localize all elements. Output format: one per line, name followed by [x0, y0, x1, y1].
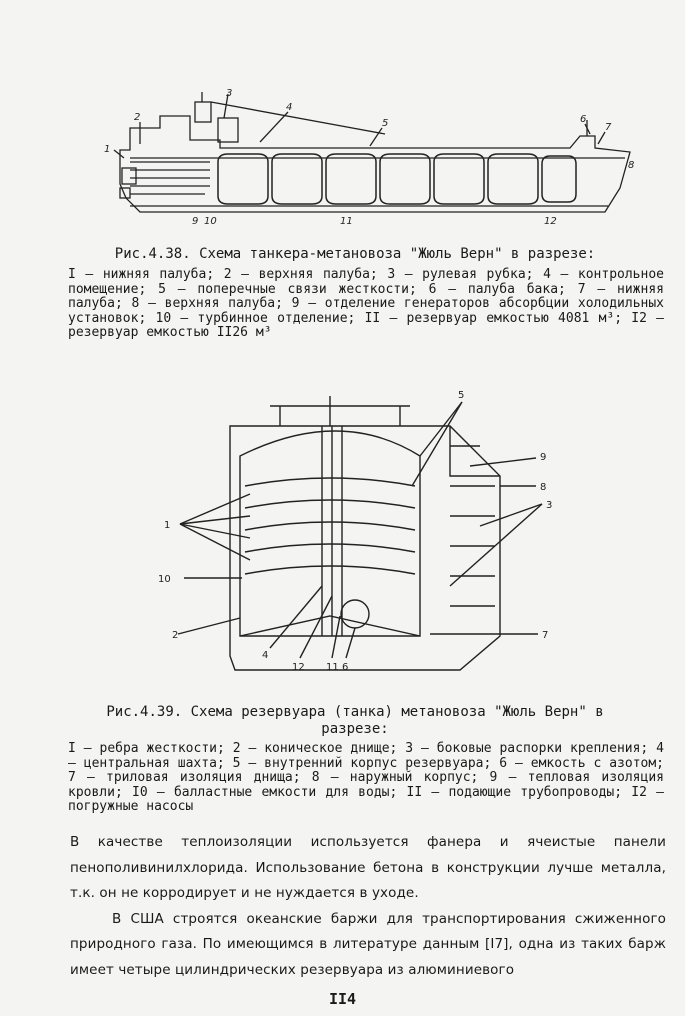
- callout-7: 7: [605, 122, 612, 133]
- callout-9: 9: [192, 216, 198, 227]
- callout-6: 6: [580, 114, 586, 125]
- page-number: II4: [328, 990, 357, 1008]
- body-text: В качестве теплоизоляции используется фа…: [70, 830, 666, 983]
- callout-9: 9: [540, 452, 546, 463]
- callout-6: 6: [342, 662, 348, 673]
- figure-4-38-legend: I – нижняя палуба; 2 – верхняя палуба; 3…: [68, 267, 664, 340]
- callout-3: 3: [546, 500, 552, 511]
- callout-10: 10: [158, 574, 171, 585]
- callout-8: 8: [540, 482, 546, 493]
- figure-4-38-caption: Рис.4.38. Схема танкера-метановоза "Жюль…: [114, 246, 596, 262]
- figure-4-39-legend: I – ребра жесткости; 2 – коническое днищ…: [68, 741, 664, 814]
- callout-1: 1: [164, 520, 170, 531]
- callout-7: 7: [542, 630, 548, 641]
- tanker-section-figure: 1 2 3 4 5 6 7 8 9 10 11 12: [104, 88, 634, 227]
- callout-4: 4: [286, 102, 292, 113]
- paragraph: В качестве теплоизоляции используется фа…: [70, 834, 666, 901]
- callout-4: 4: [262, 650, 268, 661]
- callout-2: 2: [134, 112, 140, 123]
- callout-1: 1: [104, 144, 110, 155]
- callout-2: 2: [172, 630, 178, 641]
- callout-8: 8: [628, 160, 634, 171]
- callout-5: 5: [458, 390, 464, 401]
- callout-5: 5: [382, 118, 388, 129]
- callout-10: 10: [204, 216, 217, 227]
- caption-line-2: разрезе:: [321, 721, 389, 737]
- callout-12: 12: [292, 662, 305, 673]
- paragraph: В США строятся океанские баржи для транс…: [70, 910, 666, 978]
- callout-12: 12: [544, 216, 557, 227]
- tank-section-figure: 1 2 3 4 5 6 7 8 9 10 11 12: [158, 390, 552, 673]
- callout-11: 11: [326, 662, 339, 673]
- callout-11: 11: [340, 216, 353, 227]
- figure-4-39-caption: Рис.4.39. Схема резервуара (танка) метан…: [60, 704, 650, 738]
- callout-3: 3: [226, 88, 232, 99]
- caption-line-1: Рис.4.39. Схема резервуара (танка) метан…: [106, 704, 604, 720]
